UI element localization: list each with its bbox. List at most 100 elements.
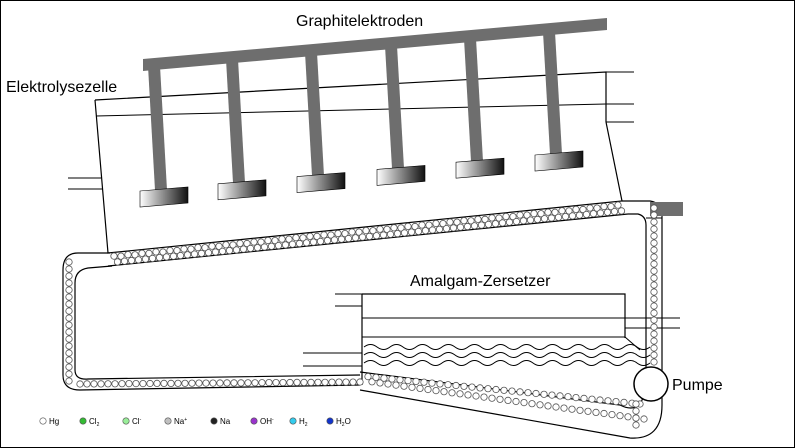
mercury-droplet: [474, 215, 482, 223]
mercury-droplet: [558, 207, 566, 215]
mercury-droplet: [118, 380, 126, 388]
mercury-droplet: [551, 208, 559, 216]
mercury-droplet: [195, 379, 203, 387]
legend-swatch-hg: [39, 417, 47, 425]
mercury-droplet: [544, 402, 552, 410]
mercury-droplet: [411, 222, 419, 231]
mercury-droplet: [292, 234, 300, 242]
mercury-droplet: [650, 218, 658, 226]
mercury-droplet: [593, 204, 601, 212]
mercury-droplet: [148, 254, 157, 262]
mercury-droplet: [279, 378, 287, 387]
mercury-droplet: [596, 396, 604, 404]
mercury-droplet: [498, 219, 507, 227]
mercury-droplet: [516, 211, 524, 219]
mercury-droplet: [173, 246, 181, 255]
mercury-droplet: [650, 225, 658, 233]
mercury-droplet: [536, 401, 544, 409]
mercury-droplet: [446, 218, 454, 226]
mercury-droplet: [650, 204, 658, 212]
mercury-droplet: [230, 379, 238, 387]
mercury-droplet: [65, 272, 73, 280]
mercury-droplet: [533, 215, 542, 223]
legend-label-ohm: OH-: [260, 417, 274, 426]
electrode-stem: [305, 52, 324, 176]
mercury-droplet: [243, 239, 251, 248]
mercury-droplet: [414, 227, 423, 235]
mercury-droplet: [519, 217, 528, 225]
mercury-droplet: [300, 378, 308, 386]
mercury-droplet: [372, 232, 381, 240]
mercury-droplet: [584, 407, 592, 415]
mercury-droplet: [650, 260, 658, 268]
label-amalgam-decomposer: Amalgam-Zersetzer: [410, 273, 551, 290]
mercury-droplet: [608, 410, 616, 419]
electrode-plate: [139, 186, 189, 208]
mercury-droplet: [492, 385, 500, 394]
mercury-droplet: [390, 224, 398, 232]
mercury-droplet: [244, 379, 252, 387]
mercury-droplet: [484, 385, 492, 393]
mercury-droplet: [146, 379, 154, 388]
mercury-droplet: [335, 378, 343, 386]
decomposer-wave-line: [363, 360, 651, 366]
mercury-droplet: [392, 381, 400, 389]
mercury-droplet: [650, 253, 658, 261]
mercury-droplet: [223, 379, 231, 387]
mercury-droplet: [257, 238, 265, 246]
mercury-droplet: [215, 242, 223, 250]
mercury-droplet: [612, 397, 620, 406]
mercury-droplet: [540, 390, 548, 398]
mercury-droplet: [502, 212, 510, 221]
mercury-droplet: [554, 213, 563, 221]
mercury-droplet: [187, 245, 195, 253]
legend-swatch-h2o: [326, 417, 334, 425]
mercury-droplet: [463, 222, 472, 231]
mercury-droplet: [65, 265, 73, 273]
mercury-droplet: [327, 231, 335, 239]
mercury-droplet: [600, 202, 608, 211]
mercury-droplet: [145, 249, 153, 257]
mercury-droplet: [600, 409, 608, 418]
mercury-droplet: [537, 210, 545, 218]
mercury-droplet: [113, 258, 122, 266]
mercury-droplet: [488, 394, 496, 402]
mercury-droplet: [564, 393, 572, 401]
mercury-droplet: [176, 251, 185, 260]
mercury-droplet: [65, 314, 73, 322]
electrode-stem: [464, 38, 483, 162]
mercury-droplet: [330, 236, 339, 244]
mercury-droplet: [386, 230, 395, 238]
mercury-droplet: [348, 228, 356, 236]
mercury-droplet: [180, 245, 188, 253]
mercury-droplet: [547, 214, 556, 222]
mercury-droplet: [229, 241, 237, 249]
mercury-droplet: [505, 218, 514, 226]
legend-label-cl2: Cl2: [89, 417, 100, 428]
mercury-droplet: [524, 389, 532, 397]
mercury-droplet: [650, 337, 658, 345]
mercury-droplet: [565, 207, 573, 215]
mercury-droplet: [110, 252, 118, 260]
mercury-droplet: [334, 229, 342, 238]
mercury-droplet: [586, 204, 594, 212]
mercury-droplet: [286, 378, 294, 387]
mercury-droplet: [440, 388, 448, 396]
legend-swatch-ohm: [250, 417, 258, 425]
mercury-droplet: [425, 221, 433, 229]
mercury-droplet: [472, 392, 480, 400]
mercury-droplet: [272, 378, 280, 387]
electrode-plate: [534, 150, 584, 172]
mercury-droplet: [323, 237, 332, 245]
mercury-droplet: [349, 378, 357, 386]
mercury-droplet: [453, 218, 461, 226]
mercury-droplet: [65, 363, 73, 371]
legend-sub: 2: [305, 422, 308, 428]
mercury-droplet: [561, 213, 570, 221]
mercury-droplet: [632, 400, 640, 408]
mercury-droplet: [321, 378, 329, 386]
mercury-droplet: [209, 379, 217, 387]
mercury-droplet: [650, 295, 658, 303]
mercury-droplet: [428, 379, 436, 387]
mercury-droplet: [232, 246, 241, 254]
